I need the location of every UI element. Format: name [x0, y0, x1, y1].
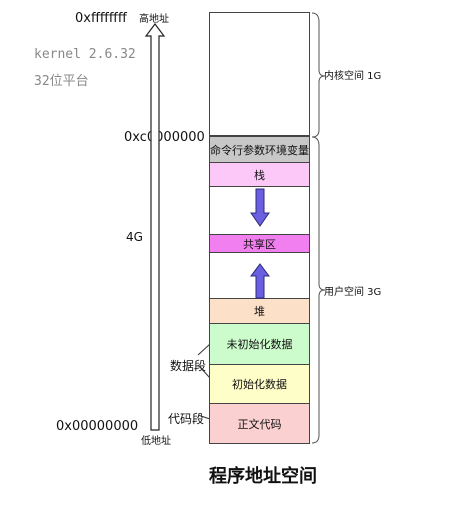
- region-braces: [311, 12, 326, 444]
- heap-grows-up-arrow: [250, 263, 270, 299]
- platform-note: 32位平台: [34, 74, 89, 89]
- kernel-version-note: kernel 2.6.32: [34, 47, 136, 62]
- stack-grows-down-arrow: [250, 188, 270, 227]
- address-top: 0xffffffff: [75, 11, 127, 26]
- address-axis-arrow: [144, 23, 166, 431]
- bss-segment: 未初始化数据: [209, 324, 310, 365]
- shared-segment: 共享区: [209, 235, 310, 253]
- code-segment-label: 代码段: [168, 412, 205, 426]
- diagram-title: 程序地址空间: [209, 466, 317, 487]
- data-segment-label: 数据段: [170, 359, 207, 373]
- text-segment: 正文代码: [209, 404, 310, 444]
- stack-segment: 栈: [209, 163, 310, 187]
- low-address-label: 低地址: [141, 436, 171, 447]
- data-segment: 初始化数据: [209, 365, 310, 404]
- code-segment-pointer: [197, 414, 211, 420]
- address-space-size: 4G: [126, 230, 143, 244]
- data-segment-pointer: [197, 343, 211, 379]
- heap-segment: 堆: [209, 299, 310, 324]
- high-address-label: 高地址: [139, 14, 169, 25]
- kernel-space-segment: [209, 12, 310, 136]
- address-kernel-boundary: 0xc0000000: [124, 130, 205, 145]
- address-bottom: 0x00000000: [56, 419, 139, 434]
- kernel-space-label: 内核空间 1G: [324, 71, 382, 82]
- cmdline-env-segment: 命令行参数环境变量: [209, 136, 310, 163]
- user-space-label: 用户空间 3G: [324, 287, 382, 298]
